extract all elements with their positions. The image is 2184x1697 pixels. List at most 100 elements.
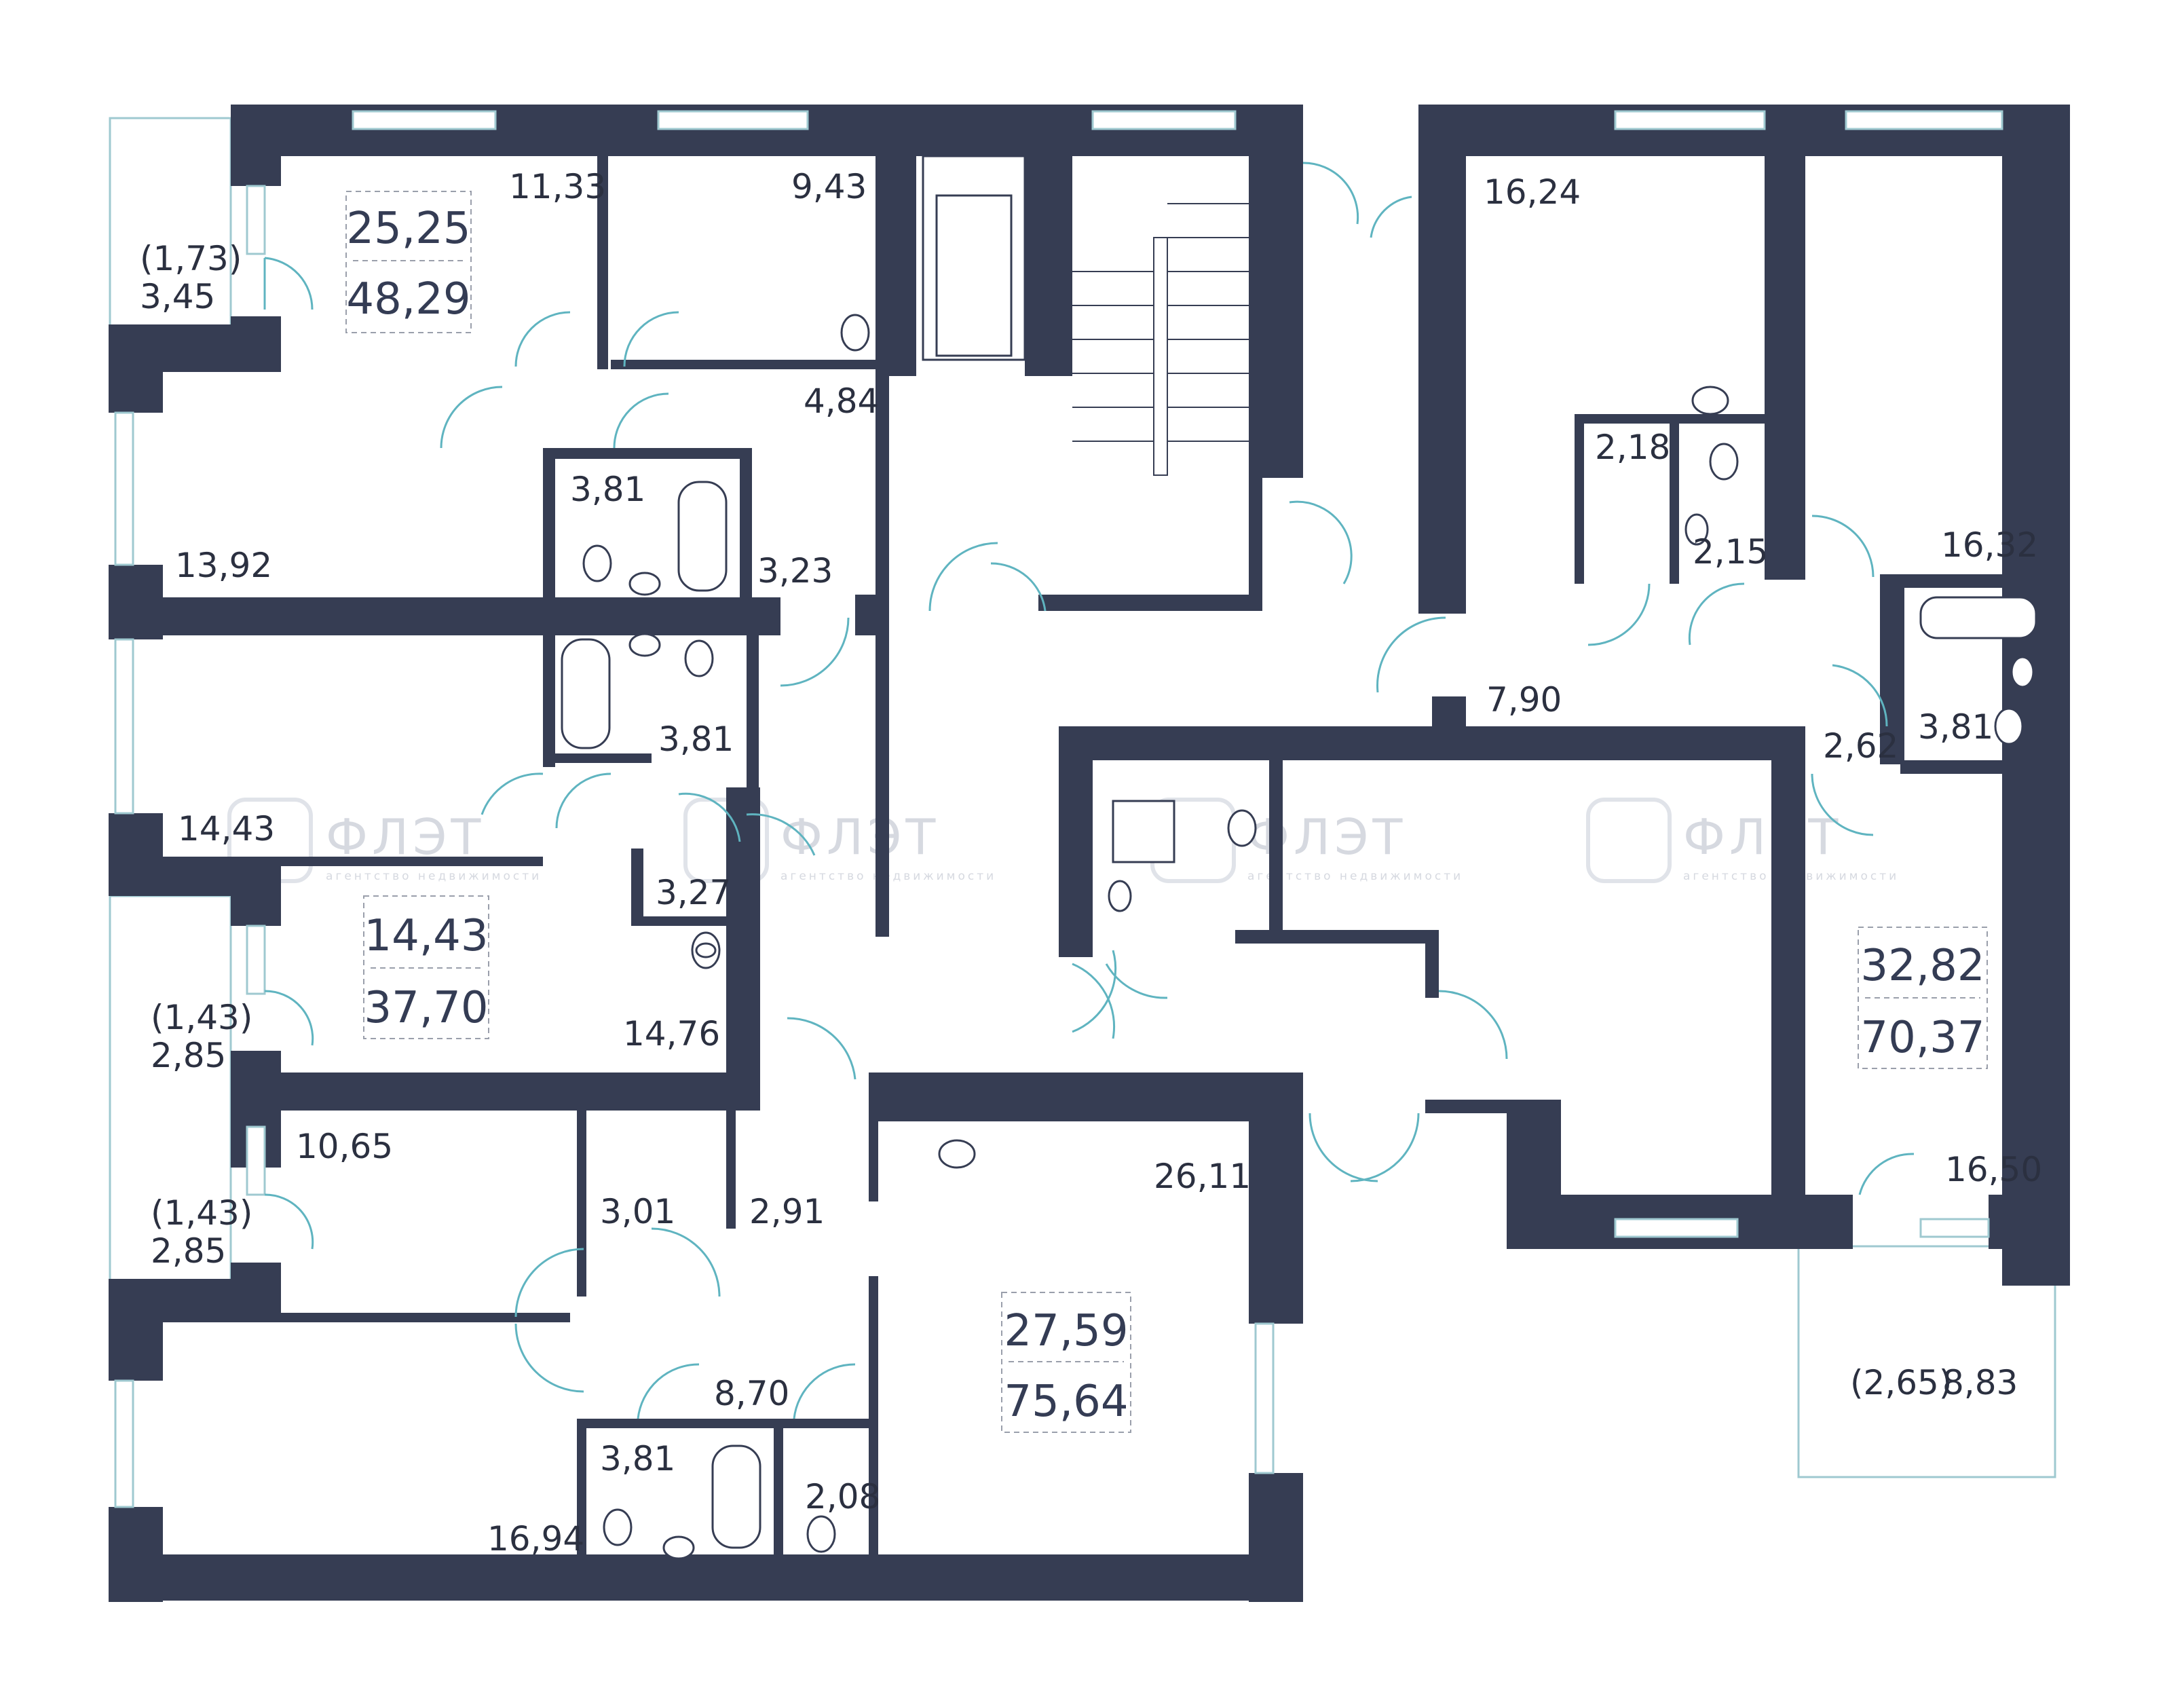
bathtub-icon (1919, 596, 2037, 639)
wall (855, 595, 882, 635)
sink-icon (1684, 513, 1709, 546)
wall (1038, 595, 1262, 611)
toilet-icon (938, 1139, 976, 1169)
wall (1249, 105, 1303, 478)
door-swing (1302, 162, 1359, 225)
door-swing (1811, 773, 1874, 836)
toilet-icon (582, 544, 612, 582)
door-swing (1438, 990, 1508, 1060)
door-swing (1832, 664, 1888, 727)
door-swing (1072, 950, 1117, 1033)
window (246, 185, 266, 255)
door-swing (746, 813, 816, 856)
sink-icon (662, 1535, 695, 1560)
window (1845, 110, 2003, 130)
wall (726, 1106, 736, 1229)
shower-icon (1112, 800, 1175, 863)
wall (543, 753, 652, 763)
watermark-tagline: агентство недвижимости (1247, 870, 1463, 883)
bathtub-icon (711, 1444, 761, 1549)
wall (231, 1073, 760, 1111)
room-area-label: 3,27 (656, 873, 731, 912)
fixtures (561, 314, 2037, 1560)
wall (2002, 105, 2070, 159)
apartment-summary-frame (345, 191, 472, 333)
room-labels: 11,33 9,43 4,84 3,81 3,23 13,92 3,81 14,… (175, 167, 2042, 1559)
room-area-label: 3,81 (658, 720, 734, 759)
room-area-label: 16,94 (487, 1519, 584, 1559)
door-swing (264, 257, 314, 310)
room-area-label: 7,90 (1486, 680, 1562, 720)
elevator-cab (935, 194, 1013, 357)
window (114, 638, 134, 815)
wall (577, 1419, 869, 1428)
door-swing (793, 1363, 856, 1419)
door-swing (1105, 963, 1168, 999)
wall (231, 858, 281, 926)
wall (2002, 105, 2070, 1286)
watermark-tagline: агентство недвижимости (326, 870, 542, 883)
balcony-coefficient: (1,43) (151, 1193, 252, 1233)
door-swing (1350, 1113, 1420, 1182)
apartment-summary: 14,43 37,70 (363, 895, 489, 1039)
wall (631, 848, 643, 923)
room-area-label: 11,33 (509, 167, 606, 206)
window (246, 1125, 266, 1196)
wall (163, 857, 543, 866)
wall (109, 324, 163, 413)
room-area-label: 3,23 (757, 551, 833, 591)
apartment-total-area: 70,37 (1860, 1013, 1984, 1063)
door-swing (514, 1323, 584, 1393)
wall (109, 1279, 163, 1381)
apartment-total-area: 37,70 (364, 983, 488, 1033)
wall (1418, 105, 1466, 614)
room-area-label: 3,81 (600, 1439, 675, 1478)
window (114, 1379, 134, 1508)
wall (1425, 930, 1439, 998)
balcony-area: 2,85 (151, 1231, 226, 1271)
room-area-label: 2,08 (805, 1477, 880, 1516)
wall (1249, 1473, 1303, 1602)
stair-steps (1072, 203, 1249, 476)
bathtub-icon (561, 638, 611, 749)
balcony-area: 8,83 (1942, 1363, 2018, 1402)
door-swing (514, 311, 571, 367)
room-area-label: 3,81 (1918, 707, 1993, 747)
room-area-label: 13,92 (175, 546, 272, 585)
balcony-1-frame (109, 117, 232, 329)
wall (1025, 105, 1072, 376)
door-swing (1587, 583, 1651, 646)
window (246, 925, 266, 995)
watermark-brand: ФЛЭТ (326, 808, 485, 865)
wall (1771, 726, 1805, 1249)
room-area-label: 4,84 (804, 381, 879, 421)
toilet-icon (806, 1515, 836, 1553)
door-swing (440, 386, 503, 449)
wall (1249, 475, 1262, 611)
apartment-summary-frame (1858, 927, 1988, 1069)
wall (740, 448, 752, 611)
door-swing (637, 1363, 700, 1419)
room-area-label: 10,65 (296, 1127, 393, 1166)
toilet-icon (603, 1508, 633, 1546)
toilet-icon (1709, 443, 1739, 481)
wall (869, 1073, 1303, 1121)
door-swing (678, 792, 741, 842)
door-swing (1688, 582, 1745, 646)
door-swing (264, 990, 314, 1046)
room-area-label: 14,76 (623, 1014, 720, 1053)
room-area-label: 16,50 (1945, 1150, 2042, 1189)
door-swing (555, 772, 611, 829)
apartment-living-area: 32,82 (1860, 941, 1984, 991)
apartment-total-area: 48,29 (346, 274, 470, 324)
apartment-summary: 25,25 48,29 (345, 191, 472, 333)
wall (1670, 414, 1679, 584)
apartment-summary: 32,82 70,37 (1858, 927, 1988, 1069)
balcony-labels: (1,73) 3,45 (1,43) 2,85 (1,43) 2,85 (2,6… (140, 239, 2018, 1402)
window (657, 110, 809, 130)
door-swing (1072, 963, 1116, 1039)
toilet-icon (684, 639, 714, 677)
wall (109, 597, 780, 635)
door-swing (1858, 1153, 1915, 1195)
room-area-label: 26,11 (1154, 1157, 1251, 1196)
